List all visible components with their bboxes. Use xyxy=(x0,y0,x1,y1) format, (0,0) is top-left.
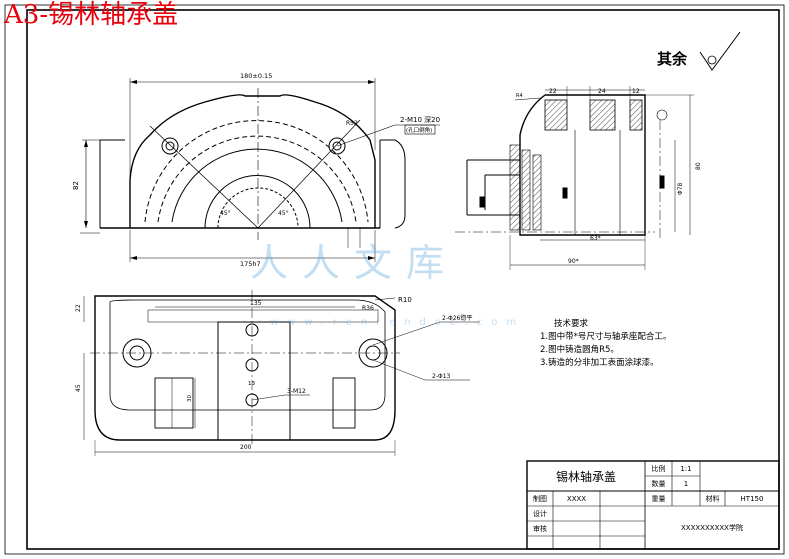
dim-front-top: 180±0.15 xyxy=(240,72,272,80)
dim-side-b1: 63* xyxy=(590,235,601,242)
drawn-label: 制图 xyxy=(533,494,547,503)
title-block xyxy=(526,460,780,550)
dim-side-w2: 24 xyxy=(598,88,606,95)
note-top-holes-3: 3-M12 xyxy=(287,388,306,395)
drawn-value: XXXX xyxy=(566,494,587,503)
scale-value: 1:1 xyxy=(680,464,692,473)
note-bolt-holes: 2-M10 深20 xyxy=(400,115,440,124)
material-label: 材料 xyxy=(705,494,720,503)
watermark-url: www.renrendoc.com xyxy=(270,317,526,328)
dim-top-h2: 45 xyxy=(75,384,82,392)
top-view xyxy=(83,290,480,456)
check-label: 审核 xyxy=(533,524,547,533)
dim-front-height: 82 xyxy=(72,181,80,190)
part-name: 锡林轴承盖 xyxy=(555,469,616,484)
dim-side-h: 80 xyxy=(695,162,702,170)
dim-side-dia: Φ78 xyxy=(677,182,684,195)
dim-side-b2: 90* xyxy=(568,258,579,265)
tech-notes-heading: 技术要求 xyxy=(554,319,589,329)
dim-top-length-2: 200 xyxy=(240,444,252,451)
dim-angle-1: 45° xyxy=(220,210,231,217)
dim-top-r: R10 xyxy=(398,296,412,304)
dim-front-r: R52 xyxy=(346,120,358,127)
outer-border xyxy=(4,4,785,555)
roughness-label: 其余 xyxy=(657,50,688,68)
scale-label: 比例 xyxy=(651,464,666,473)
dim-angle-2: 45° xyxy=(278,210,289,217)
qty-label: 数量 xyxy=(651,479,666,488)
dim-side-w1: 22 xyxy=(549,88,557,95)
dim-top-height: 22 xyxy=(75,304,82,312)
tech-note-item: 2.图中铸造圆角R5。 xyxy=(540,345,619,355)
side-view xyxy=(455,86,694,270)
note-top-holes-2: 2-Φ13 xyxy=(432,373,451,380)
note-bolt-spec: (孔口倒角) xyxy=(406,126,432,134)
document-title: A3-锡林轴承盖 xyxy=(4,0,179,30)
note-top-holes-1: 2-Φ26锪平 xyxy=(442,314,472,322)
dim-top-length: 135 xyxy=(250,300,262,307)
roughness-symbol xyxy=(699,31,741,71)
tech-notes: 技术要求 1.图中带*号尺寸与轴承座配合工。 2.图中铸造圆角R5。 3.铸造的… xyxy=(540,318,671,370)
qty-value: 1 xyxy=(683,479,689,488)
material-value: HT150 xyxy=(740,494,764,503)
inner-border xyxy=(26,9,780,550)
design-label: 设计 xyxy=(533,509,547,518)
front-view xyxy=(80,78,440,262)
weight-label: 重量 xyxy=(651,494,666,503)
dim-top-h3: 30 xyxy=(187,395,193,402)
dim-side-r: R4 xyxy=(516,93,523,99)
dim-top-d1: R36 xyxy=(362,305,374,312)
dim-side-w3: 12 xyxy=(632,88,640,95)
tech-note-item: 1.图中带*号尺寸与轴承座配合工。 xyxy=(540,332,672,342)
dim-top-h4: 13 xyxy=(248,381,255,387)
tech-note-item: 3.铸造的分非加工表面涂球漆。 xyxy=(540,358,659,368)
watermark-logo: 人人文库 xyxy=(250,241,459,285)
school-value: XXXXXXXXXX学院 xyxy=(681,523,743,532)
dim-front-bottom: 175h7 xyxy=(240,260,261,268)
